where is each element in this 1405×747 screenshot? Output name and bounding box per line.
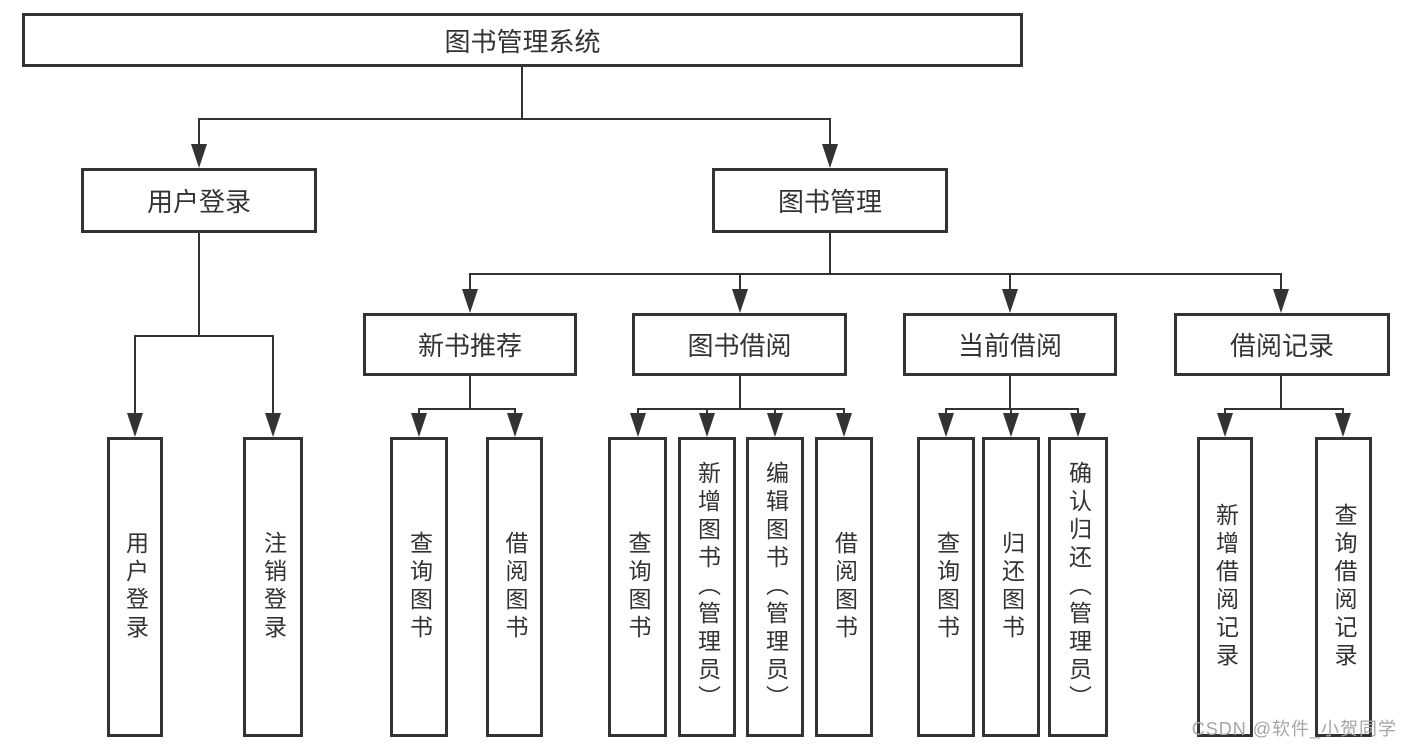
arrowhead-recommend-leaf2 xyxy=(507,413,523,437)
arrowhead-current-leaf1 xyxy=(938,413,954,437)
connector-records-leaf1-drop xyxy=(1224,408,1226,415)
connector-recommend-branch xyxy=(418,408,516,410)
arrowhead-recommend xyxy=(462,289,478,313)
connector-user-login-drop xyxy=(198,118,200,146)
connector-root-stem xyxy=(521,67,523,118)
arrowhead-user-login xyxy=(191,144,207,168)
connector-current-drop xyxy=(1009,273,1011,289)
connector-records-stem xyxy=(1280,376,1282,408)
leaf-records-add-record: 新增借阅记录 xyxy=(1197,437,1253,737)
connector-user-login-branch xyxy=(134,335,274,337)
leaf-recommend-query-books: 查询图书 xyxy=(390,437,448,737)
node-user-login: 用户登录 xyxy=(81,168,317,233)
connector-current-leaf2-drop xyxy=(1010,408,1012,415)
connector-current-leaf3-drop xyxy=(1077,408,1079,415)
leaf-borrow-add-books-admin: 新增图书（管理员） xyxy=(678,437,736,737)
arrowhead-borrow-leaf2 xyxy=(699,413,715,437)
connector-borrow-leaf4-drop xyxy=(843,408,845,415)
connector-borrow-branch xyxy=(637,408,845,410)
connector-login-leaf1-drop xyxy=(134,335,136,415)
connector-borrow-leaf2-drop xyxy=(706,408,708,415)
connector-recommend-leaf2-drop xyxy=(514,408,516,415)
leaf-borrow-query-books: 查询图书 xyxy=(608,437,667,737)
connector-current-leaf1-drop xyxy=(945,408,947,415)
connector-current-branch xyxy=(945,408,1079,410)
connector-records-leaf2-drop xyxy=(1342,408,1344,415)
csdn-watermark: CSDN @软件_小贺同学 xyxy=(1191,719,1397,739)
connector-level3-branch xyxy=(469,273,1282,275)
arrowhead-book-management xyxy=(822,144,838,168)
arrowhead-login-leaf1 xyxy=(127,413,143,437)
node-new-book-recommend: 新书推荐 xyxy=(363,313,577,376)
leaf-borrow-borrow-books: 借阅图书 xyxy=(815,437,873,737)
arrowhead-current xyxy=(1002,289,1018,313)
arrowhead-recommend-leaf1 xyxy=(411,413,427,437)
connector-records-branch xyxy=(1224,408,1344,410)
arrowhead-records-leaf2 xyxy=(1335,413,1351,437)
node-root-title: 图书管理系统 xyxy=(22,13,1023,67)
arrowhead-login-leaf2 xyxy=(265,413,281,437)
leaf-logout: 注销登录 xyxy=(243,437,303,737)
connector-book-management-stem xyxy=(829,233,831,273)
arrowhead-borrow-leaf1 xyxy=(630,413,646,437)
node-book-management: 图书管理 xyxy=(712,168,948,233)
connector-level2-branch xyxy=(198,118,831,120)
connector-borrow-drop xyxy=(739,273,741,289)
connector-borrow-leaf1-drop xyxy=(637,408,639,415)
arrowhead-current-leaf3 xyxy=(1070,413,1086,437)
arrowhead-borrow xyxy=(732,289,748,313)
leaf-records-query-record: 查询借阅记录 xyxy=(1315,437,1372,737)
connector-records-drop xyxy=(1280,273,1282,289)
connector-user-login-stem xyxy=(198,233,200,335)
connector-borrow-stem xyxy=(739,376,741,408)
node-book-borrow: 图书借阅 xyxy=(632,313,847,376)
leaf-borrow-edit-books-admin: 编辑图书（管理员） xyxy=(746,437,804,737)
connector-current-stem xyxy=(1009,376,1011,408)
leaf-current-confirm-return-admin: 确认归还（管理员） xyxy=(1048,437,1108,737)
leaf-current-return-books: 归还图书 xyxy=(982,437,1040,737)
node-borrow-records: 借阅记录 xyxy=(1174,313,1390,376)
connector-recommend-stem xyxy=(469,376,471,408)
leaf-current-query-books: 查询图书 xyxy=(917,437,975,737)
connector-borrow-leaf3-drop xyxy=(774,408,776,415)
connector-login-leaf2-drop xyxy=(272,335,274,415)
arrowhead-records xyxy=(1273,289,1289,313)
arrowhead-records-leaf1 xyxy=(1217,413,1233,437)
leaf-recommend-borrow-books: 借阅图书 xyxy=(486,437,543,737)
connector-recommend-drop xyxy=(469,273,471,289)
node-current-borrow: 当前借阅 xyxy=(903,313,1117,376)
connector-book-management-drop xyxy=(829,118,831,146)
connector-recommend-leaf1-drop xyxy=(418,408,420,415)
leaf-user-login: 用户登录 xyxy=(107,437,163,737)
arrowhead-borrow-leaf4 xyxy=(836,413,852,437)
arrowhead-current-leaf2 xyxy=(1003,413,1019,437)
arrowhead-borrow-leaf3 xyxy=(767,413,783,437)
